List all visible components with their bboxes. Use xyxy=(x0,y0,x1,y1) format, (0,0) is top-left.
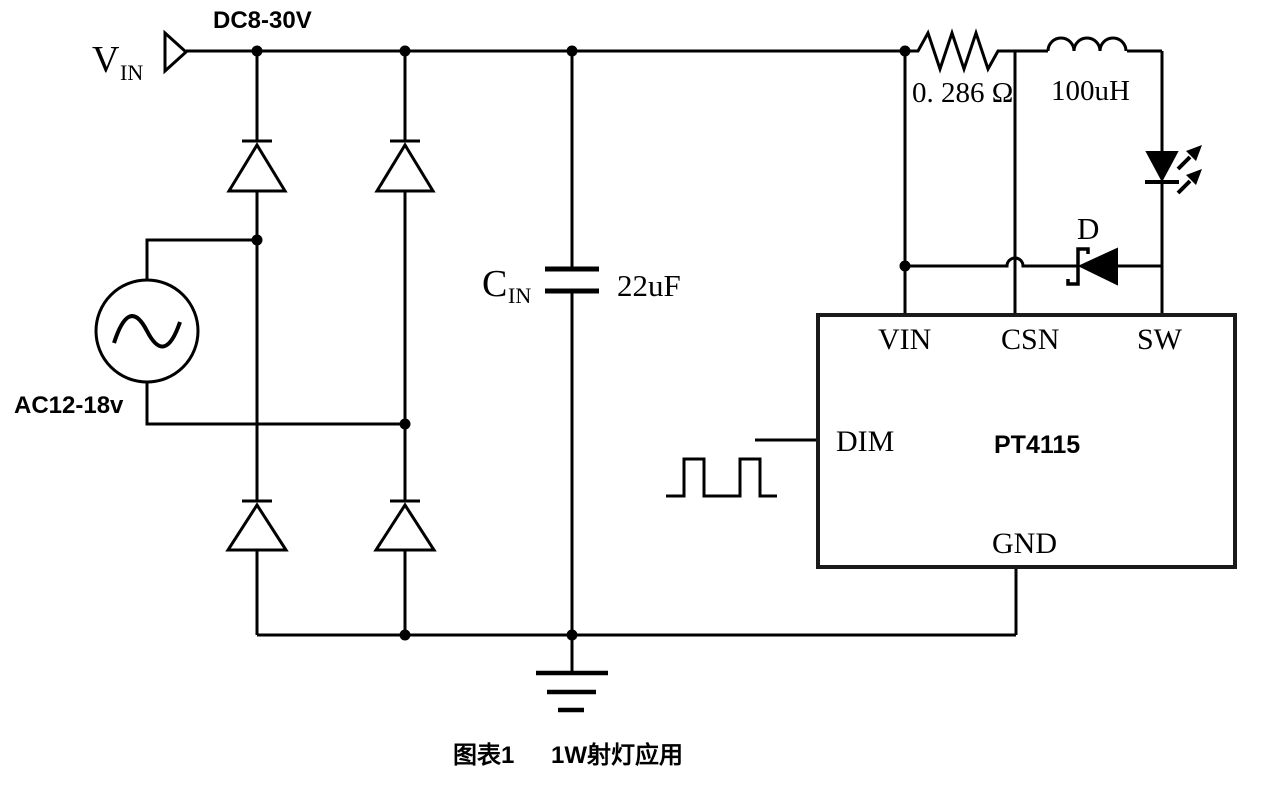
diode-d-label: D xyxy=(1077,211,1099,246)
ic-part-number: PT4115 xyxy=(994,431,1080,459)
diode-d-cathode-bar xyxy=(1066,247,1090,286)
wire-freewheel-diode xyxy=(905,256,1162,268)
ic-pin-vin-label: VIN xyxy=(878,323,931,356)
led-triangle xyxy=(1145,151,1179,183)
capacitor-value-label: 22uF xyxy=(617,268,681,303)
capacitor-name-subscript: IN xyxy=(508,283,531,308)
bridge-diode-top-right xyxy=(374,139,436,193)
capacitor-name-label: C xyxy=(482,263,507,305)
input-terminal-icon xyxy=(163,29,189,75)
inductor-symbol xyxy=(1046,36,1128,52)
wire-ac-top-lead xyxy=(145,238,257,280)
bridge-diode-bottom-right xyxy=(373,499,437,552)
capacitor-symbol xyxy=(545,266,599,294)
schottky-diode-symbol xyxy=(1066,247,1118,286)
ic-pin-dim-label: DIM xyxy=(836,425,894,458)
resistor-value-label: 0. 286 Ω xyxy=(912,77,1013,109)
wire-ac-bottom-lead xyxy=(145,382,405,426)
pwm-waveform-icon xyxy=(666,457,777,498)
bridge-diode-top-left xyxy=(226,139,288,193)
led-symbol xyxy=(1145,145,1202,195)
sine-wave-icon xyxy=(112,314,182,349)
bridge-diode-bottom-left xyxy=(225,499,289,552)
ground-symbol xyxy=(536,635,608,713)
dc-voltage-label: DC8-30V xyxy=(213,7,312,34)
led-light-arrows-icon xyxy=(1176,145,1202,195)
inductor-value-label: 100uH xyxy=(1051,75,1130,107)
vin-terminal-label: V xyxy=(92,39,120,81)
caption-title: 1W射灯应用 xyxy=(551,741,683,769)
junction-dots xyxy=(251,45,911,641)
ic-pin-gnd-label: GND xyxy=(992,527,1057,560)
caption-index: 图表1 xyxy=(453,742,514,769)
ic-pin-sw-label: SW xyxy=(1137,323,1183,356)
ic-pin-csn-label: CSN xyxy=(1001,323,1059,356)
diode-d-triangle xyxy=(1077,247,1118,286)
ac-source-symbol xyxy=(94,278,200,384)
bridge-rectifier xyxy=(225,139,437,552)
ic-body xyxy=(816,313,1237,569)
vin-terminal-subscript: IN xyxy=(120,60,143,85)
resistor-symbol xyxy=(905,28,1015,74)
ac-voltage-label: AC12-18v xyxy=(14,392,124,419)
